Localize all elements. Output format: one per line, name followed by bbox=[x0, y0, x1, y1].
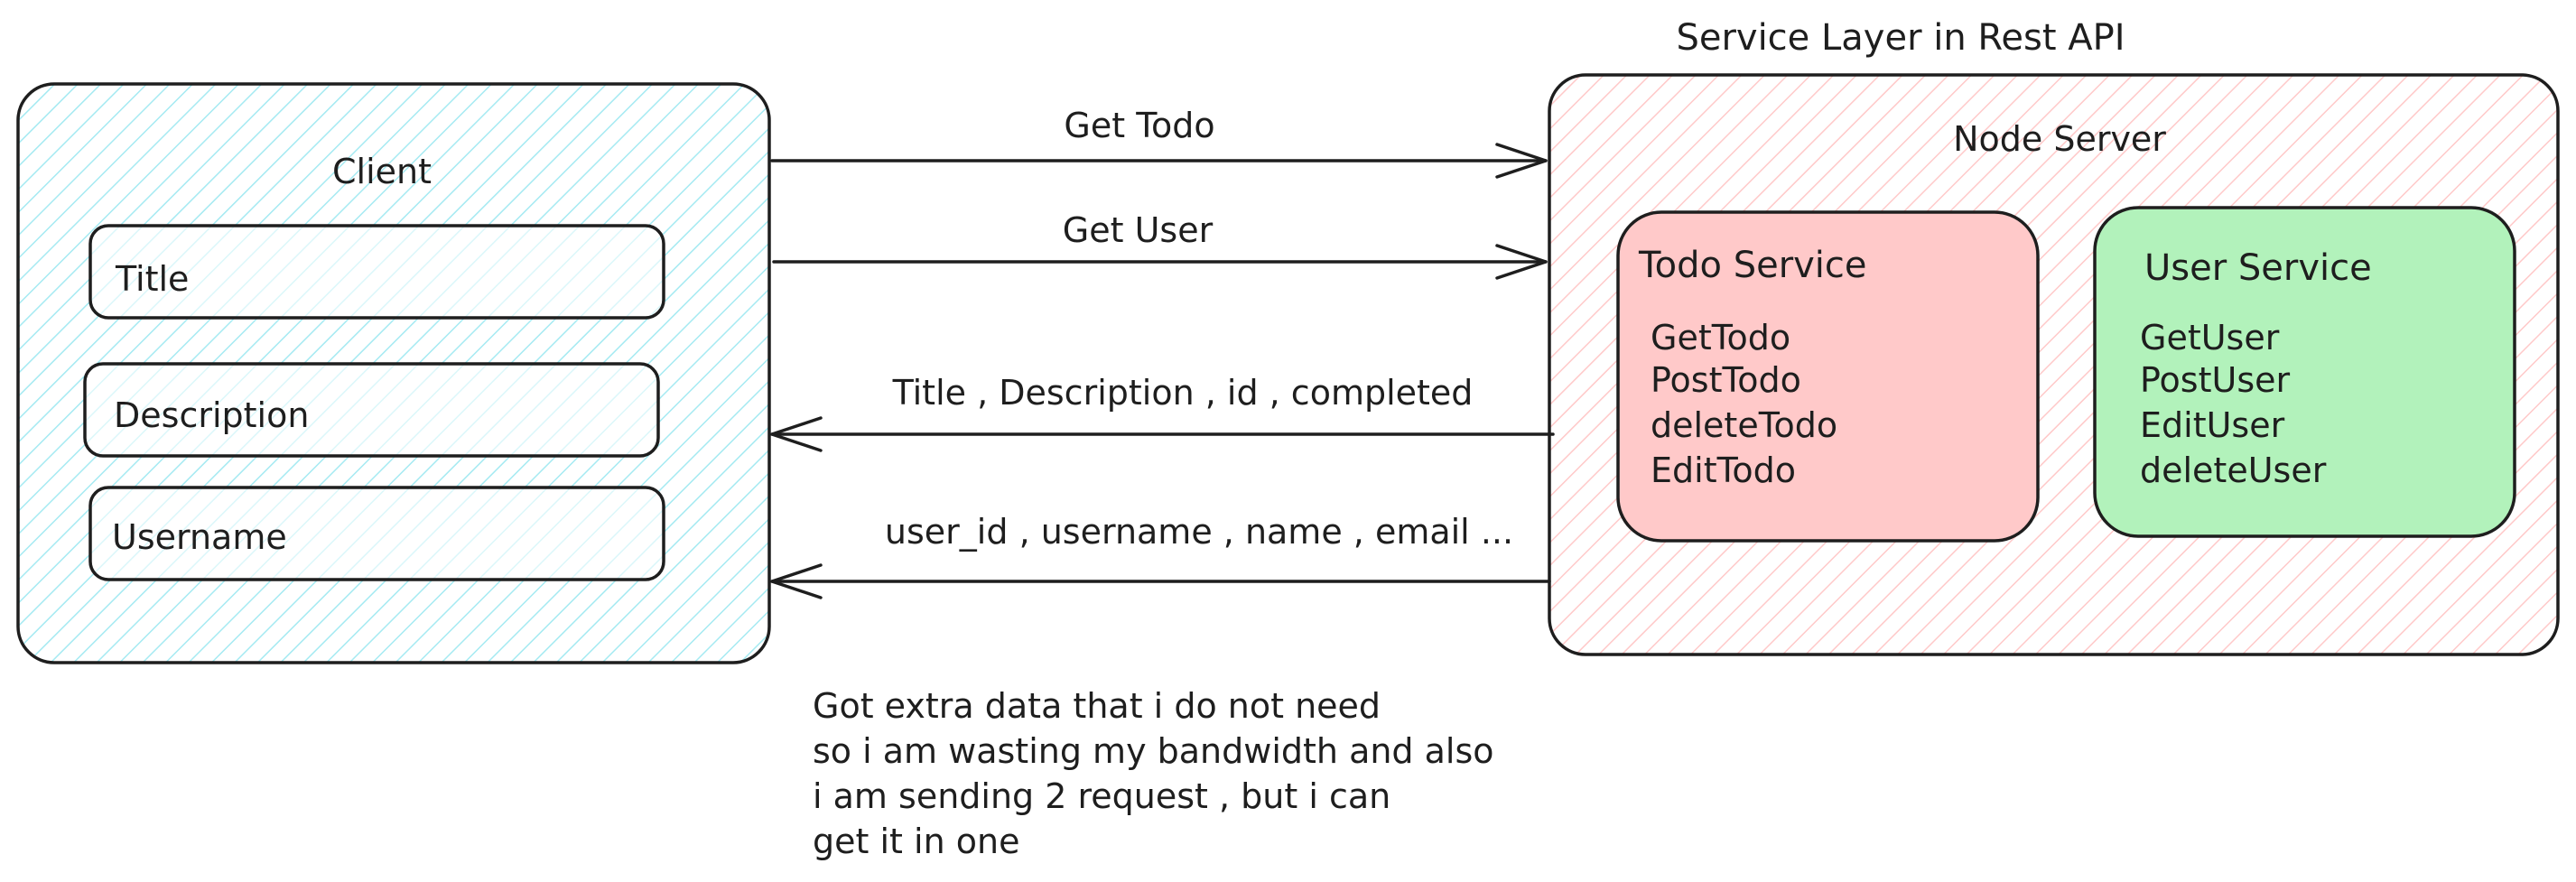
client-field-description: Description bbox=[83, 362, 660, 458]
request-arrow-get-user: Get User bbox=[772, 210, 1548, 280]
todo-service-box: Todo Service GetTodo PostTodo deleteTodo… bbox=[1616, 210, 2040, 543]
todo-method: GetTodo bbox=[1651, 318, 1790, 357]
user-service-box: User Service GetUser PostUser EditUser d… bbox=[2093, 206, 2516, 538]
request-label-get-user: Get User bbox=[1063, 210, 1214, 250]
client-box: Client Title Description Username bbox=[16, 82, 771, 664]
user-method: GetUser bbox=[2140, 318, 2280, 357]
user-service-label: User Service bbox=[2144, 247, 2372, 289]
client-label: Client bbox=[332, 152, 432, 191]
response-arrow-user: user_id , username , name , email ... bbox=[770, 512, 1551, 599]
note-line: so i am wasting my bandwidth and also bbox=[813, 731, 1494, 771]
todo-method: deleteTodo bbox=[1651, 405, 1837, 445]
node-server-box: Node Server Todo Service GetTodo PostTod… bbox=[1548, 73, 2560, 656]
client-field-title: Title bbox=[88, 224, 665, 320]
note-line: i am sending 2 request , but i can bbox=[813, 776, 1390, 816]
note-text: Got extra data that i do not need so i a… bbox=[813, 686, 1494, 861]
user-method: PostUser bbox=[2140, 360, 2290, 400]
client-field-description-label: Description bbox=[114, 395, 309, 435]
response-label-todo: Title , Description , id , completed bbox=[892, 373, 1474, 413]
client-field-username-label: Username bbox=[112, 517, 287, 557]
request-arrow-get-todo: Get Todo bbox=[770, 106, 1548, 179]
todo-method: EditTodo bbox=[1651, 450, 1796, 490]
request-label-get-todo: Get Todo bbox=[1064, 106, 1214, 145]
note-line: get it in one bbox=[813, 822, 1019, 861]
todo-service-label: Todo Service bbox=[1638, 245, 1867, 286]
client-field-title-label: Title bbox=[115, 259, 189, 299]
diagram-title: Service Layer in Rest API bbox=[1676, 17, 2125, 59]
client-field-username: Username bbox=[88, 486, 665, 581]
todo-method: PostTodo bbox=[1651, 360, 1801, 400]
user-method: EditUser bbox=[2140, 405, 2285, 445]
response-label-user: user_id , username , name , email ... bbox=[885, 512, 1513, 552]
note-line: Got extra data that i do not need bbox=[813, 686, 1381, 726]
response-arrow-todo: Title , Description , id , completed bbox=[770, 373, 1555, 452]
node-server-label: Node Server bbox=[1953, 119, 2166, 159]
user-method: deleteUser bbox=[2140, 450, 2327, 490]
